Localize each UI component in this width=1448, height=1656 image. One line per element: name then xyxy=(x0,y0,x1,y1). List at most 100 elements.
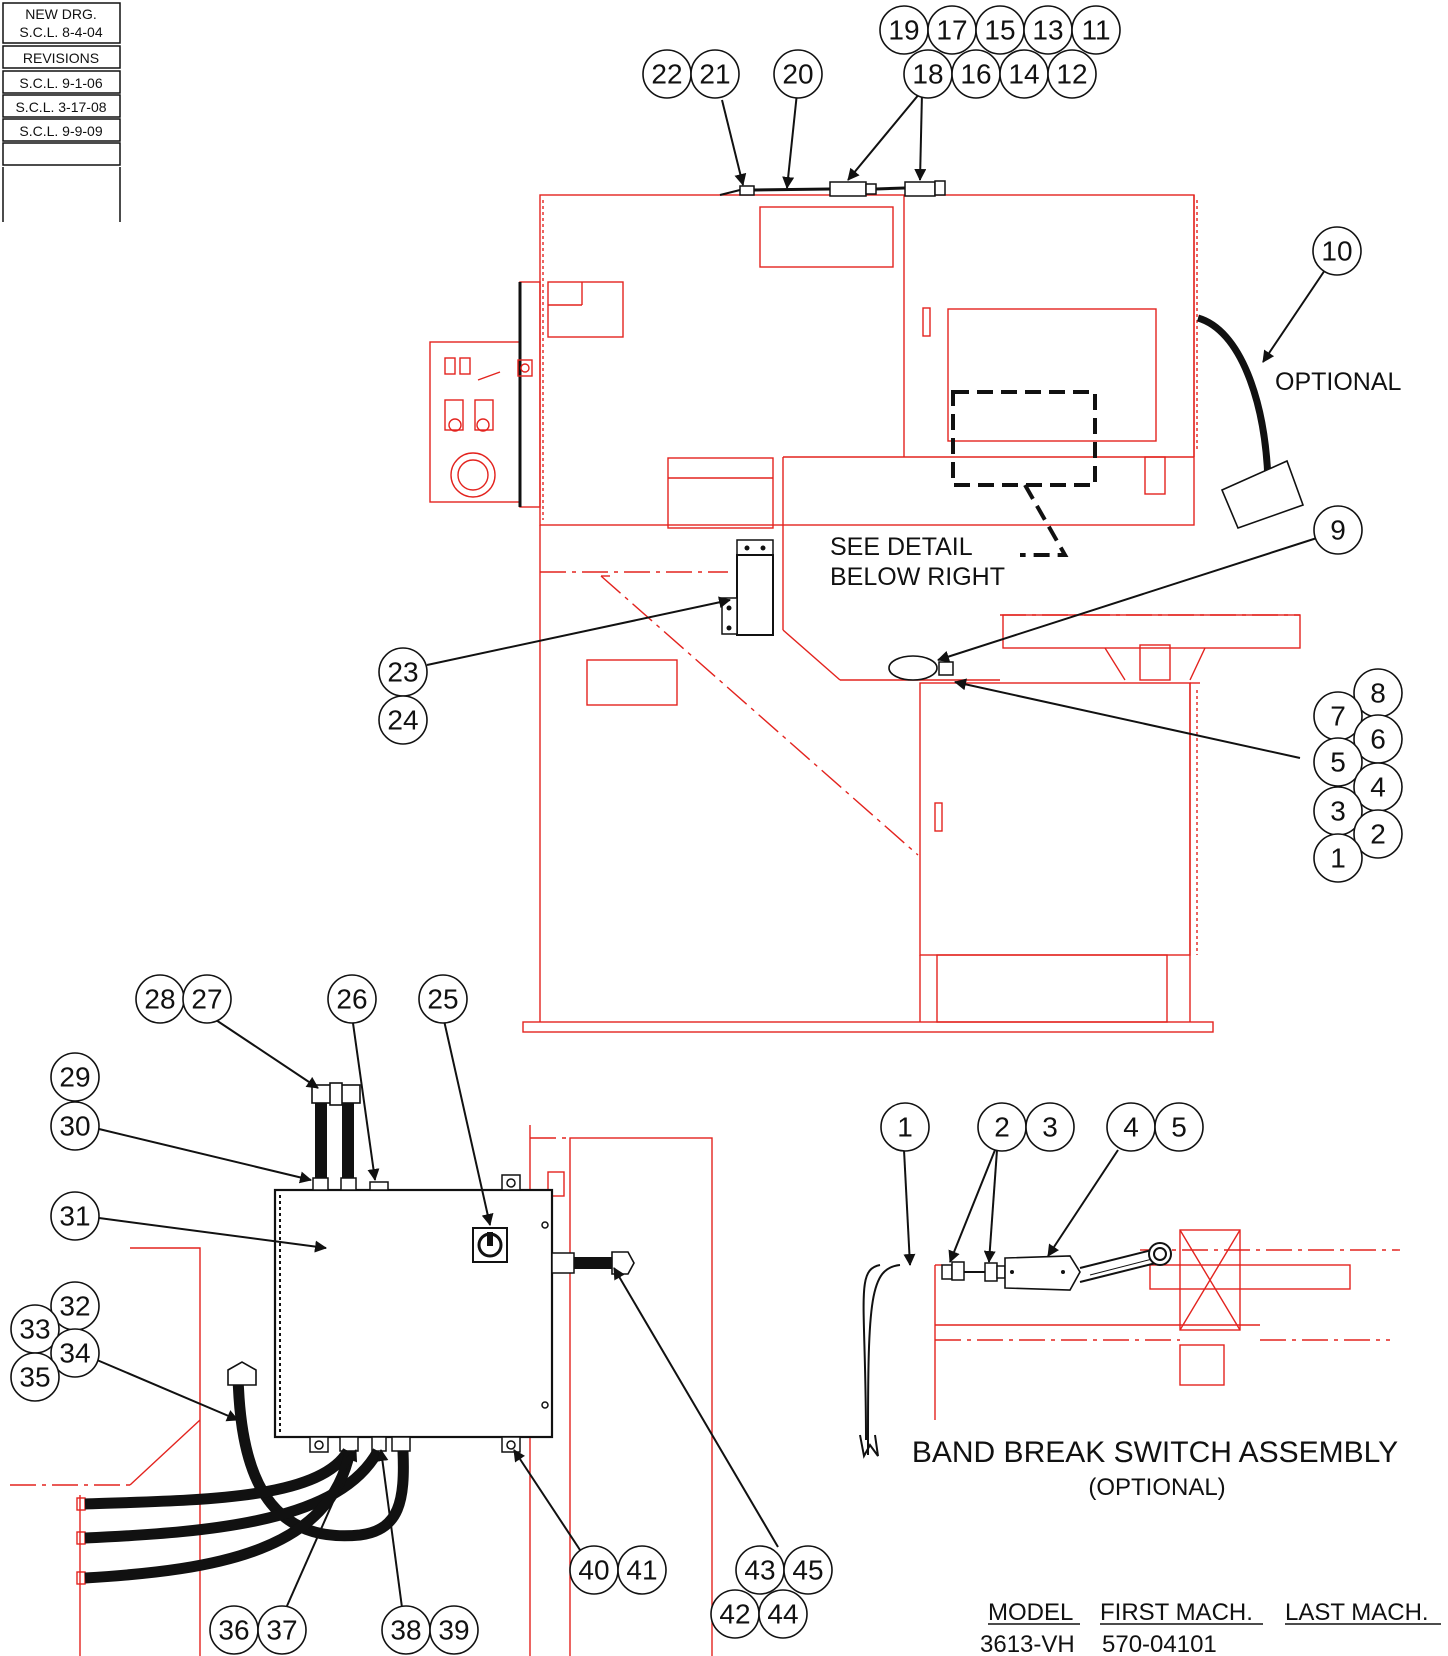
revision-new-drawing: NEW DRG. xyxy=(25,6,97,22)
callout-2: 2 xyxy=(1353,809,1403,859)
callout-17: 17 xyxy=(927,5,977,55)
svg-text:30: 30 xyxy=(59,1111,90,1142)
callout-23: 23 xyxy=(378,647,428,697)
junction-box-23 xyxy=(721,539,774,636)
svg-text:31: 31 xyxy=(59,1201,90,1232)
callout-29: 29 xyxy=(50,1052,100,1102)
first-machine-value: 570-04101 xyxy=(1102,1631,1217,1656)
machine-outline xyxy=(519,194,1301,1033)
svg-text:23: 23 xyxy=(387,657,418,688)
see-detail-label-line2: BELOW RIGHT xyxy=(830,563,1005,591)
svg-text:7: 7 xyxy=(1330,701,1346,732)
svg-text:43: 43 xyxy=(744,1555,775,1586)
svg-text:1: 1 xyxy=(897,1112,913,1143)
revision-block: NEW DRG. S.C.L. 8-4-04 REVISIONS S.C.L. … xyxy=(2,2,121,222)
callout-16: 16 xyxy=(951,49,1001,99)
callout-24: 24 xyxy=(378,695,428,745)
callout-1: 1 xyxy=(1313,833,1363,883)
assembly-subtitle: (OPTIONAL) xyxy=(1088,1474,1225,1501)
detail-callout-3: 3 xyxy=(1025,1102,1075,1152)
svg-text:24: 24 xyxy=(387,705,418,736)
callout-27: 27 xyxy=(182,974,232,1024)
svg-text:10: 10 xyxy=(1321,236,1352,267)
svg-text:2: 2 xyxy=(994,1112,1010,1143)
callout-39: 39 xyxy=(429,1605,479,1655)
callout-10: 10 xyxy=(1312,226,1362,276)
svg-text:4: 4 xyxy=(1370,772,1386,803)
callout-12: 12 xyxy=(1047,49,1097,99)
callout-45: 45 xyxy=(783,1545,833,1595)
callout-18: 18 xyxy=(903,49,953,99)
svg-text:36: 36 xyxy=(218,1615,249,1646)
svg-text:16: 16 xyxy=(960,59,991,90)
svg-text:1: 1 xyxy=(1330,843,1346,874)
detail-callout-2: 2 xyxy=(977,1102,1027,1152)
last-machine-header: LAST MACH. xyxy=(1285,1599,1429,1626)
callout-4: 4 xyxy=(1353,762,1403,812)
callout-3: 3 xyxy=(1313,786,1363,836)
svg-text:11: 11 xyxy=(1081,15,1110,46)
svg-text:5: 5 xyxy=(1330,747,1346,778)
svg-text:29: 29 xyxy=(59,1062,90,1093)
svg-text:4: 4 xyxy=(1123,1112,1139,1143)
svg-text:5: 5 xyxy=(1171,1112,1187,1143)
svg-text:38: 38 xyxy=(390,1615,421,1646)
detail-region xyxy=(951,390,1097,557)
callout-28: 28 xyxy=(135,974,185,1024)
revisions-header: REVISIONS xyxy=(23,50,99,66)
svg-text:8: 8 xyxy=(1370,678,1386,709)
svg-text:17: 17 xyxy=(936,15,967,46)
svg-text:21: 21 xyxy=(699,59,730,90)
leader-lines xyxy=(96,92,1326,1616)
svg-text:42: 42 xyxy=(719,1599,750,1630)
svg-text:19: 19 xyxy=(888,15,919,46)
revision-new-drawing-date: S.C.L. 8-4-04 xyxy=(19,24,102,40)
foot-pedal xyxy=(1196,314,1305,530)
callout-20: 20 xyxy=(773,49,823,99)
svg-text:9: 9 xyxy=(1330,515,1346,546)
model-value: 3613-VH xyxy=(980,1631,1075,1656)
svg-text:26: 26 xyxy=(336,984,367,1015)
svg-text:45: 45 xyxy=(792,1555,823,1586)
svg-text:37: 37 xyxy=(266,1615,297,1646)
callout-38: 38 xyxy=(381,1605,431,1655)
callout-44: 44 xyxy=(758,1589,808,1639)
callout-14: 14 xyxy=(999,49,1049,99)
svg-text:25: 25 xyxy=(427,984,458,1015)
svg-text:35: 35 xyxy=(19,1362,50,1393)
callout-43: 43 xyxy=(735,1545,785,1595)
callout-26: 26 xyxy=(327,974,377,1024)
callout-41: 41 xyxy=(617,1545,667,1595)
svg-text:2: 2 xyxy=(1370,819,1386,850)
revision-entry: S.C.L. 9-1-06 xyxy=(19,75,102,91)
svg-text:15: 15 xyxy=(984,15,1015,46)
callout-33: 33 xyxy=(10,1304,60,1354)
see-detail-label: SEE DETAIL xyxy=(830,533,973,561)
limit-switch xyxy=(888,655,954,681)
callout-36: 36 xyxy=(209,1605,259,1655)
callout-15: 15 xyxy=(975,5,1025,55)
callout-42: 42 xyxy=(710,1589,760,1639)
svg-text:41: 41 xyxy=(626,1555,657,1586)
svg-text:13: 13 xyxy=(1032,15,1063,46)
svg-text:18: 18 xyxy=(912,59,943,90)
svg-text:27: 27 xyxy=(191,984,222,1015)
detail-callout-5: 5 xyxy=(1154,1102,1204,1152)
callout-13: 13 xyxy=(1023,5,1073,55)
callout-9: 9 xyxy=(1313,505,1363,555)
callout-37: 37 xyxy=(257,1605,307,1655)
optional-label: OPTIONAL xyxy=(1275,368,1402,396)
callout-7: 7 xyxy=(1313,691,1363,741)
assembly-title: BAND BREAK SWITCH ASSEMBLY xyxy=(912,1436,1398,1469)
svg-text:22: 22 xyxy=(651,59,682,90)
svg-text:14: 14 xyxy=(1008,59,1039,90)
detail-callout-4: 4 xyxy=(1106,1102,1156,1152)
electrical-box-detail xyxy=(10,1082,713,1656)
revision-entry: S.C.L. 9-9-09 xyxy=(19,123,102,139)
first-machine-header: FIRST MACH. xyxy=(1100,1599,1253,1626)
revision-entry: S.C.L. 3-17-08 xyxy=(15,99,106,115)
svg-text:39: 39 xyxy=(438,1615,469,1646)
callout-30: 30 xyxy=(50,1101,100,1151)
svg-text:33: 33 xyxy=(19,1314,50,1345)
